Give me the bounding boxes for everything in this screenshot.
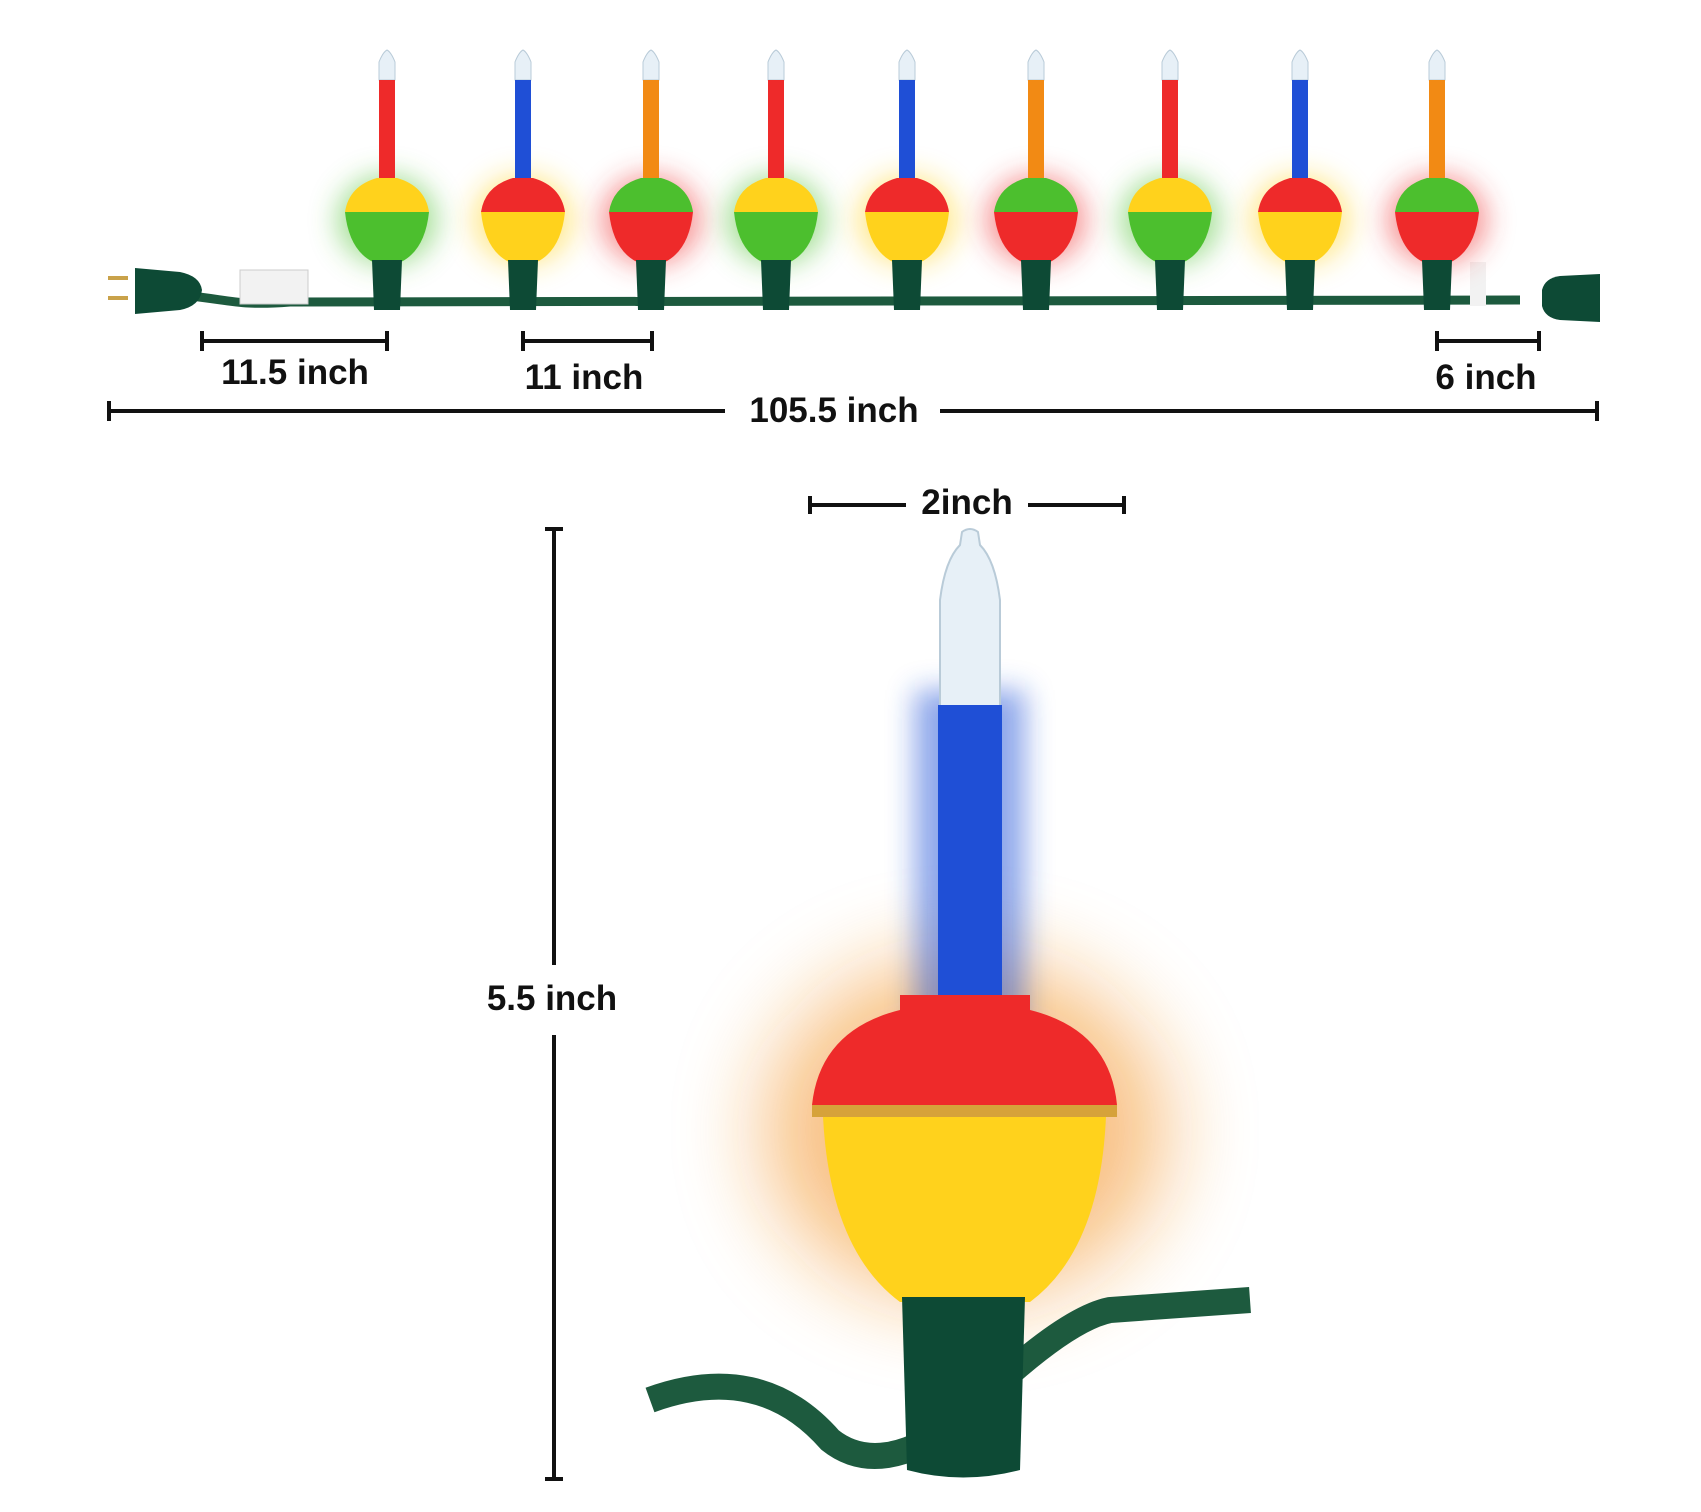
plug-icon [108,268,202,314]
ul-tag [239,269,309,305]
featured-bulb [645,528,1251,1478]
bulb-socket [1422,260,1452,310]
bulb [857,49,957,310]
bulb-socket [1021,260,1051,310]
bulb-glass-tip [1027,49,1045,81]
bulb-socket [372,260,402,310]
bulb-cap [865,178,949,212]
bulb [1250,49,1350,310]
bulb-height-label: 5.5 inch [487,979,617,1018]
lead-out-label: 6 inch [1435,358,1536,397]
bulb-glass-tip [1161,49,1179,81]
bulb-tube [1028,80,1044,180]
spacing-label: 11 inch [525,358,644,397]
dimension-bulb-height [545,527,563,1481]
bulb-cap [1128,178,1212,212]
bulb [1120,49,1220,310]
bulb-glass-tip [1428,49,1446,81]
bulb-glass-tip [378,49,396,81]
dimension-total-length [107,401,1599,421]
bulb-base [609,212,693,262]
featured-bulb-tube [938,705,1002,1027]
end-connector-icon [1542,274,1600,322]
bulb-glass-tip [1291,49,1309,81]
featured-bulb-cap [812,995,1117,1105]
end-tag [1470,262,1486,306]
bulb-tube [1292,80,1308,180]
bulb-base [865,212,949,262]
dimension-lead-out [1435,331,1541,351]
bulb [601,49,701,310]
bulb-socket [892,260,922,310]
featured-bulb-wire [645,1287,1251,1469]
bulb-tube [899,80,915,180]
bulb-cap [734,178,818,212]
dimension-bulb-width [808,496,1126,514]
bulb-cap [481,178,565,212]
bulb-cap [1395,178,1479,212]
bulb-glass-tip [767,49,785,81]
dimension-spacing [521,331,654,351]
bulb-cap [345,178,429,212]
bulb-socket [636,260,666,310]
bulb [337,49,437,310]
featured-bulb-socket [902,1297,1025,1478]
lead-in-label: 11.5 inch [221,353,369,392]
bulb-cap [609,178,693,212]
bulb-glass-tip [514,49,532,81]
bulb-socket [1155,260,1185,310]
bulb [726,49,826,310]
bulb-tube [1429,80,1445,180]
bulb-socket [508,260,538,310]
total-length-label: 105.5 inch [749,391,918,430]
bulb-tube [643,80,659,180]
bulb-cap [1258,178,1342,212]
bulb-base [994,212,1078,262]
bulb [986,49,1086,310]
bulb-base [481,212,565,262]
bulb-tube [379,80,395,180]
bulb-glass-tip [898,49,916,81]
featured-bulb-glass-tip [939,528,1001,711]
bulb-base [1128,212,1212,262]
bulb-tube [768,80,784,180]
bulb [473,49,573,310]
bulb-glass-tip [642,49,660,81]
featured-bulb-base [823,1117,1106,1302]
bulb-tube [515,80,531,180]
dimension-lead-in [200,331,389,351]
bulb-tube [1162,80,1178,180]
bulb-width-label: 2inch [921,483,1012,522]
bulb-base [734,212,818,262]
bulb-base [1258,212,1342,262]
bulb-base [345,212,429,262]
bulb-cap [994,178,1078,212]
bulb [1387,49,1487,310]
bulb-base [1395,212,1479,262]
bulb-socket [1285,260,1315,310]
bulb-string [337,49,1487,310]
bulb-socket [761,260,791,310]
